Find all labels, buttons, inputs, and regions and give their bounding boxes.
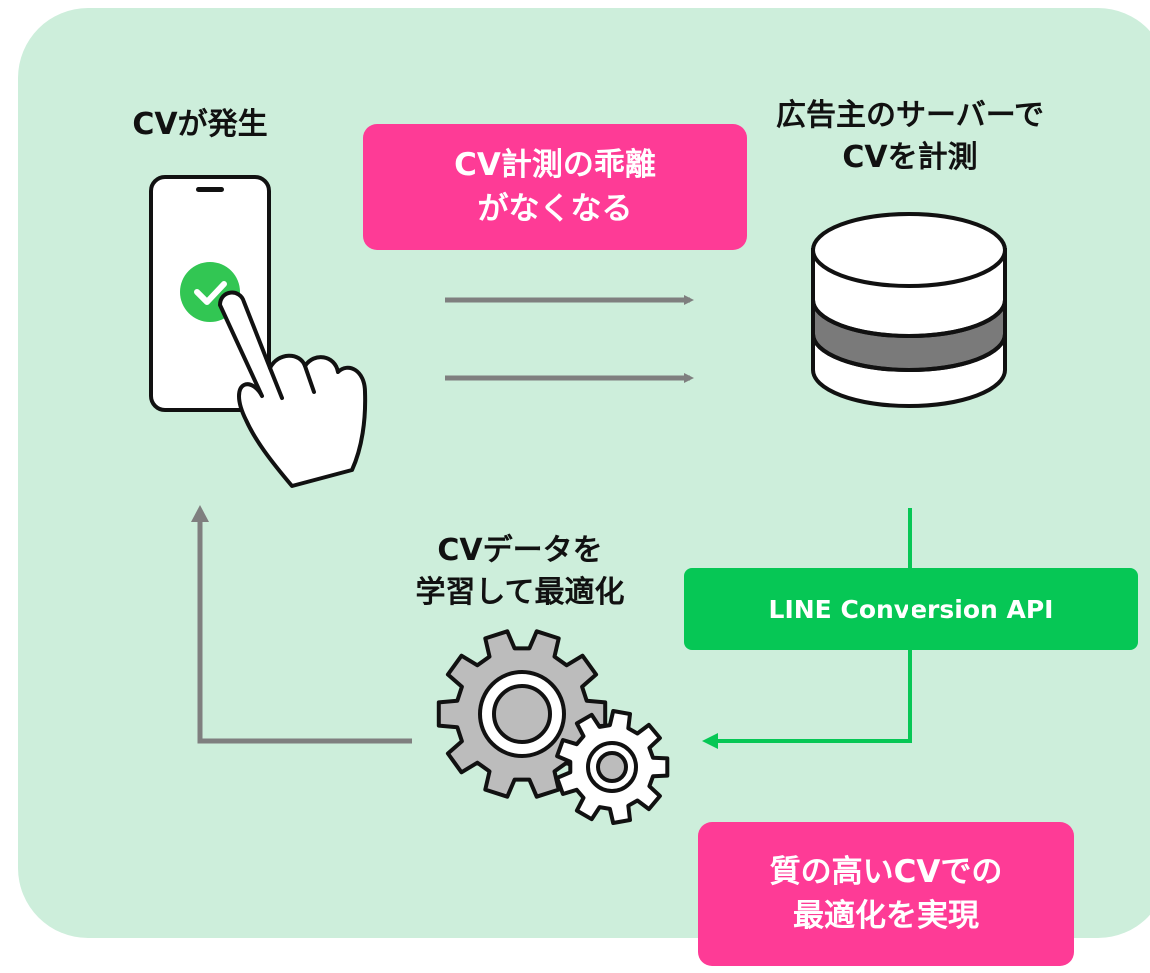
database-icon	[811, 212, 1007, 408]
learn-line2: 学習して最適化	[415, 575, 625, 610]
quality-line1: 質の高いCVでの	[769, 854, 1003, 890]
quality-line2: 最適化を実現	[793, 898, 979, 934]
no-gap-line2: がなくなる	[477, 191, 633, 227]
cv-occurred-label: CVが発生	[132, 107, 268, 142]
learn-line1: CVデータを	[437, 533, 603, 568]
api-flow-arrow	[702, 508, 912, 749]
smartphone-tap-icon	[149, 175, 368, 488]
quality-badge: 質の高いCVでの 最適化を実現	[698, 822, 1074, 966]
gears-icon	[436, 629, 670, 825]
feedback-arrow	[191, 505, 412, 744]
no-gap-line1: CV計測の乖離	[454, 147, 656, 183]
learn-optimize-label: CVデータを 学習して最適化	[370, 530, 670, 614]
server-measure-line1: 広告主のサーバーで	[776, 98, 1044, 133]
server-measure-label: 広告主のサーバーで CVを計測	[720, 95, 1100, 179]
no-gap-badge: CV計測の乖離 がなくなる	[363, 124, 747, 250]
server-measure-line2: CVを計測	[842, 140, 978, 175]
small-gear-icon	[555, 709, 670, 825]
